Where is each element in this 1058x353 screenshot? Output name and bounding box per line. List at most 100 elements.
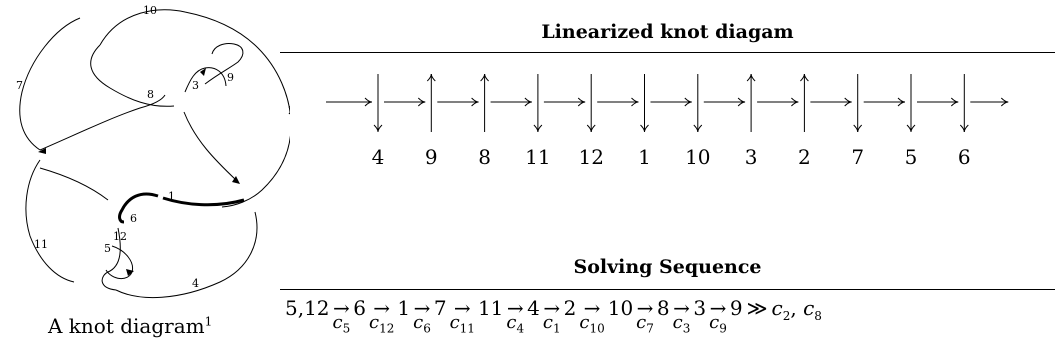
crossing-strand: [480, 73, 489, 132]
solving-token: 10: [607, 296, 634, 320]
crossing-label: 6: [958, 145, 971, 169]
knot-strand: [204, 43, 244, 85]
caption-footnote: 1: [204, 314, 213, 329]
strand-arrow: [490, 97, 532, 107]
arc-label-2: 2: [288, 104, 290, 117]
crossing-strand: [373, 74, 383, 133]
arc-label-6: 6: [130, 212, 137, 225]
arc-label-1: 1: [168, 190, 175, 203]
solving-step: →c3: [673, 296, 691, 338]
crossing-strand: [533, 74, 543, 133]
solving-token: 1: [397, 296, 411, 320]
solving-token: 11: [477, 296, 504, 320]
solving-step: →c12: [369, 296, 394, 338]
final-symbol: ≫: [746, 296, 768, 320]
strand-arrow: [810, 97, 852, 107]
step-crossing: c9: [709, 312, 727, 336]
strand-arrow: [863, 97, 906, 107]
arc-label-8: 8: [147, 88, 154, 101]
step-arrow-icon: →: [453, 296, 471, 320]
crossing-label: 3: [745, 145, 758, 169]
arc-label-3: 3: [192, 79, 199, 92]
solving-step: →c1: [543, 296, 561, 338]
solving-final: ≫c2, c8: [746, 296, 822, 323]
arc-label-7: 7: [16, 79, 23, 92]
step-arrow-icon: →: [506, 296, 524, 320]
solving-step: →c6: [413, 296, 431, 338]
knot-strand: [39, 167, 109, 201]
strand-arrow: [757, 97, 799, 107]
knot-diagram: 10 7 8 3 9 2 1 6 12 5 11 4: [16, 4, 290, 298]
final-crossing: c: [803, 296, 815, 320]
knot-strand-bold: [118, 192, 159, 224]
step-crossing: c4: [506, 312, 525, 336]
step-arrow-icon: →: [709, 296, 727, 320]
step-arrow-icon: →: [543, 296, 561, 320]
caption-text: A knot diagram: [48, 314, 205, 338]
strand-arrow: [437, 97, 479, 107]
solving-token: 9: [729, 296, 743, 320]
solving-token: 8: [656, 296, 670, 320]
step-crossing: c11: [449, 312, 475, 336]
linearized-title: Linearized knot diagam: [541, 21, 794, 43]
arrowhead-icon: [232, 176, 240, 184]
crossing-label: 7: [851, 145, 864, 169]
arrowhead-icon: [38, 148, 46, 154]
arc-label-5: 5: [104, 242, 111, 255]
solving-step: →c11: [450, 296, 475, 338]
arc-label-9: 9: [227, 71, 234, 84]
solving-rule: [280, 289, 1055, 291]
crossing-strand: [426, 73, 436, 132]
arrowhead-icon: [126, 269, 134, 276]
strand-arrow: [326, 97, 373, 107]
crossing-strand: [746, 73, 756, 132]
step-crossing: c7: [636, 312, 654, 336]
knot-strand-bold: [162, 196, 245, 207]
crossing-label: 9: [425, 145, 438, 169]
solving-start: 5,12: [285, 296, 330, 320]
step-arrow-icon: →: [673, 296, 690, 320]
strand-arrow: [543, 97, 586, 107]
crossing-strand: [906, 74, 916, 133]
solving-token: 2: [563, 296, 577, 320]
solving-token: 3: [693, 296, 707, 320]
knot-strand: [39, 94, 166, 151]
knot-strand: [99, 9, 290, 208]
step-crossing: c1: [542, 312, 561, 336]
knot-strand: [19, 17, 81, 151]
arc-label-11: 11: [34, 238, 48, 251]
solving-token: 7: [433, 296, 447, 320]
crossing-label: 11: [525, 145, 550, 169]
step-crossing: c6: [413, 312, 431, 336]
crossing-label: 12: [578, 145, 603, 169]
arrowhead-icon: [200, 68, 206, 76]
crossing-strand: [586, 74, 596, 133]
solving-token: 6: [353, 296, 366, 320]
strand-arrow: [970, 97, 1009, 107]
strand-arrow: [650, 97, 692, 107]
arc-label-10: 10: [143, 4, 157, 17]
knot-strand: [183, 111, 237, 181]
strand-arrow: [384, 97, 426, 107]
crossing-strand: [693, 74, 703, 133]
knot-strand: [25, 159, 75, 283]
step-arrow-icon: →: [583, 296, 601, 320]
step-crossing: c10: [579, 312, 605, 336]
crossing-label: 4: [372, 145, 385, 169]
crossing-strand: [853, 74, 863, 133]
arc-label-4: 4: [192, 277, 199, 290]
strand-arrow: [917, 97, 959, 107]
strand-arrow: [597, 97, 639, 107]
knot-strand: [115, 211, 258, 298]
step-crossing: c5: [332, 312, 351, 336]
knot-diagram-caption: A knot diagram1: [48, 314, 212, 338]
solving-step: →c7: [636, 296, 654, 338]
step-crossing: c12: [369, 312, 395, 336]
crossing-label: 2: [798, 145, 811, 169]
solving-step: →c9: [709, 296, 727, 338]
crossing-label: 8: [478, 145, 491, 169]
crossing-strand: [640, 74, 649, 133]
knot-strand: [184, 67, 227, 93]
